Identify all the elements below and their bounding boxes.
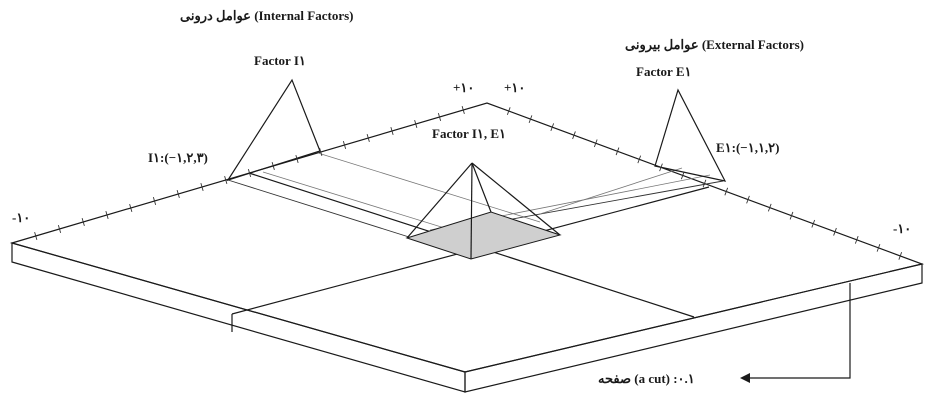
left-axis-tick <box>81 218 85 226</box>
left-axis-tick <box>34 232 38 240</box>
axis-negative-left-label: -۱۰ <box>12 210 30 225</box>
right-axis-tick <box>659 163 663 172</box>
left-axis-tick <box>414 120 418 128</box>
axis-positive-right-label: +۱۰ <box>504 80 525 95</box>
axis-positive-left-label: +۱۰ <box>453 80 474 95</box>
plate-cut-label: صفحه (a cut) :۰.۱ <box>598 371 695 386</box>
left-axis-tick <box>342 141 347 149</box>
external-factors-title: عوامل بیرونی (External Factors) <box>625 37 804 53</box>
left-axis-tick <box>247 169 252 177</box>
left-axis-tick <box>461 106 465 114</box>
left-axis-tick <box>200 183 204 191</box>
intersection-region <box>405 211 562 260</box>
plate-left-edge <box>11 242 466 393</box>
left-axis-tick <box>295 155 299 163</box>
left-axis-ticks <box>34 106 465 240</box>
right-axis-tick <box>593 139 598 148</box>
triangle-i1 <box>226 78 321 182</box>
right-axis-tick <box>528 115 533 124</box>
right-axis-tick <box>680 171 685 180</box>
left-axis-tick <box>390 127 394 135</box>
right-axis-tick <box>746 195 750 204</box>
left-axis-tick <box>437 113 442 121</box>
left-axis-tick <box>57 225 62 233</box>
left-axis-tick <box>319 148 323 156</box>
right-axis-tick <box>854 235 859 244</box>
right-axis-tick <box>637 155 642 164</box>
right-axis-tick <box>876 243 881 252</box>
pyramid-i1-e1 <box>406 162 561 260</box>
i1-band-line-3 <box>317 152 541 223</box>
right-axis-tick <box>506 107 511 115</box>
triangle-e1 <box>654 88 727 182</box>
left-axis-tick <box>105 211 109 219</box>
factor-e1-label: Factor E۱ <box>636 64 691 79</box>
right-axis-tick <box>789 211 794 220</box>
left-axis-tick <box>152 197 157 205</box>
right-axis-tick <box>572 131 576 140</box>
left-axis-tick <box>129 204 133 212</box>
right-axis-tick <box>550 123 555 132</box>
left-axis-tick <box>224 176 228 184</box>
axis-negative-right-label: -۱۰ <box>893 221 911 236</box>
left-axis-tick <box>176 190 180 198</box>
e1-band-line-3 <box>539 167 683 215</box>
internal-factors-title: عوامل درونی (Internal Factors) <box>180 8 353 24</box>
right-axis-tick <box>833 227 837 236</box>
left-axis-tick <box>366 134 370 142</box>
right-axis-tick <box>898 252 903 260</box>
plate-pointer-line <box>746 283 851 379</box>
plate-pointer-arrowhead <box>740 373 750 383</box>
i1-coordinates-label: I۱:(−۱,۲,۳) <box>148 150 208 165</box>
plate-right-edge <box>464 263 923 393</box>
right-axis-tick <box>767 203 772 212</box>
right-axis-tick <box>702 179 707 188</box>
factor-i1-e1-label: Factor I۱, E۱ <box>432 126 506 141</box>
right-axis-tick <box>724 187 729 196</box>
right-axis-tick <box>811 219 816 228</box>
e1-coordinates-label: E۱:(−۱,۱,۲) <box>716 140 780 155</box>
right-axis-ticks <box>506 107 903 260</box>
right-axis-tick <box>615 147 620 156</box>
factor-i1-label: Factor I۱ <box>254 53 306 68</box>
left-axis-tick <box>271 162 275 170</box>
